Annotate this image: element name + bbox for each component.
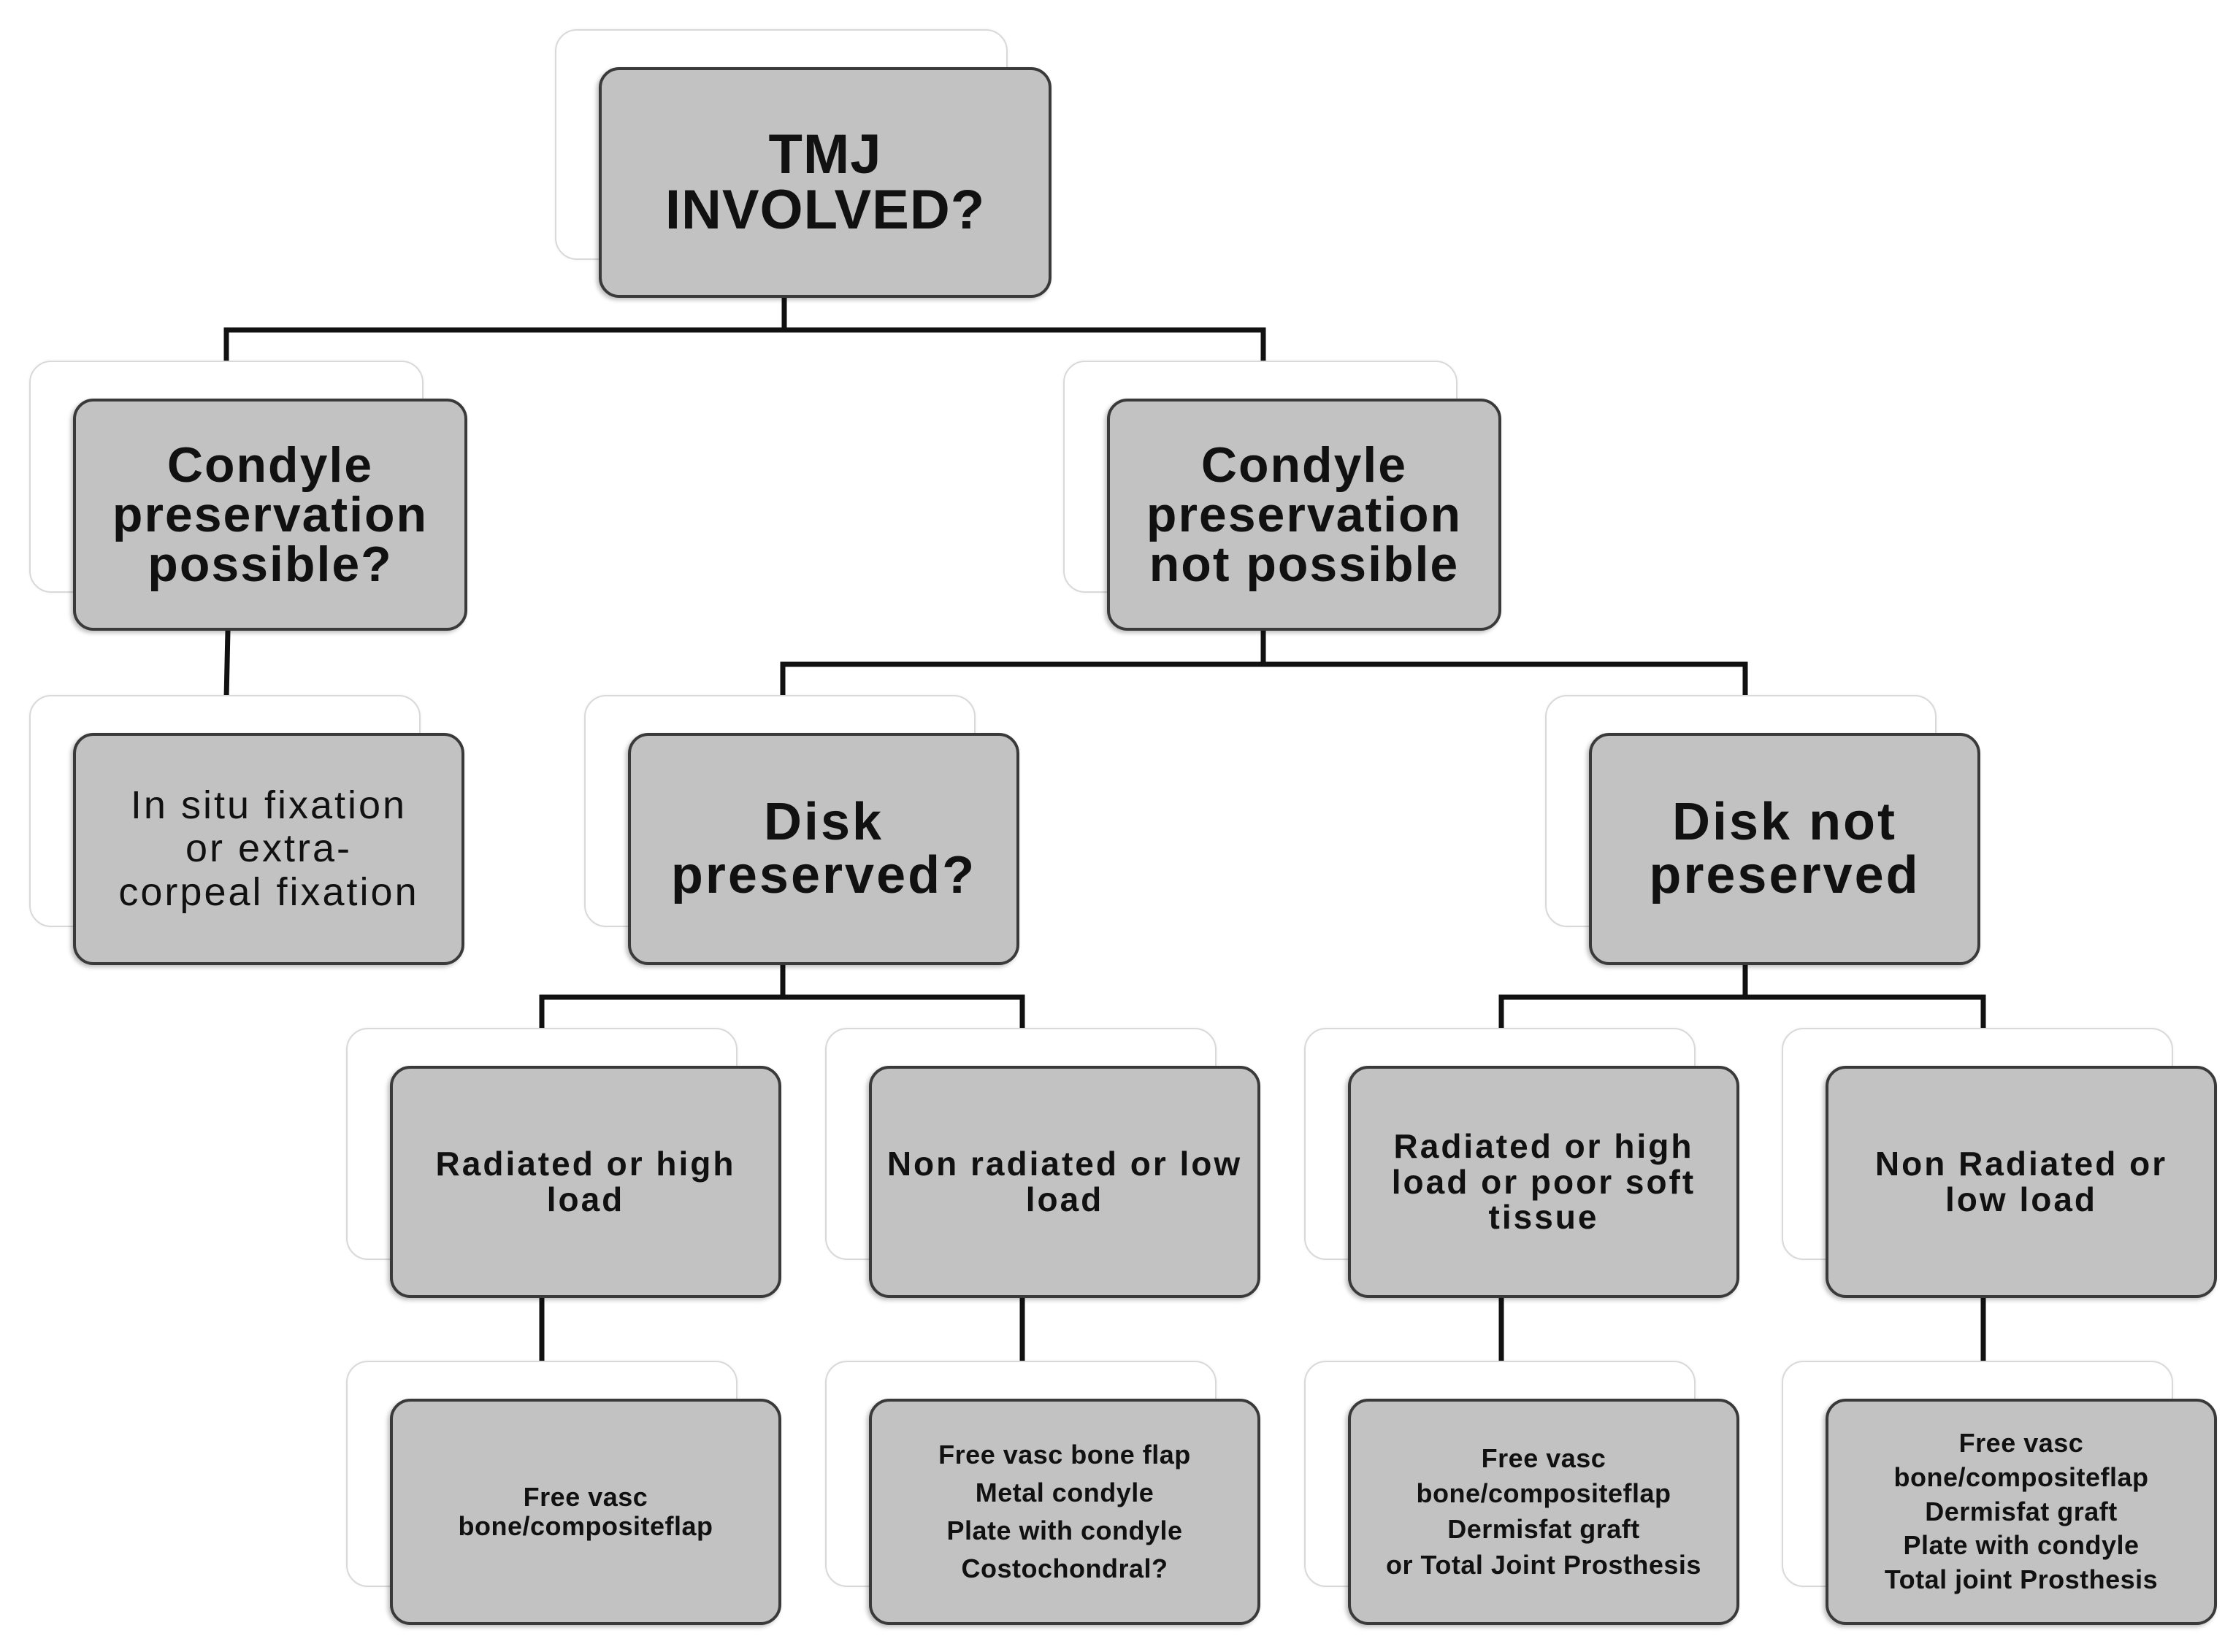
node-label: TMJ INVOLVED?	[664, 123, 986, 241]
node-tmj-involved: TMJ INVOLVED?	[555, 29, 1052, 298]
node-box: Disk preserved?	[628, 733, 1019, 965]
node-condyle-preservation-not-possible: Condyle preservation not possible	[1063, 361, 1501, 631]
node-box: Disk not preserved	[1589, 733, 1980, 965]
node-box: Free vasc bone/compositeflap	[390, 1399, 781, 1625]
node-disk-not-preserved: Disk not preserved	[1545, 695, 1980, 965]
node-leaf-free-vasc-composite: Free vasc bone/compositeflap	[346, 1361, 781, 1625]
node-label: Non Radiated or low load	[1874, 1145, 2168, 1218]
node-box: Free vasc bone flap Metal condyle Plate …	[869, 1399, 1260, 1625]
node-leaf-free-vasc-metal-plate-costochondral: Free vasc bone flap Metal condyle Plate …	[825, 1361, 1260, 1625]
node-leaf-free-vasc-dermisfat-total-joint: Free vasc bone/compositeflap Dermisfat g…	[1304, 1361, 1739, 1625]
node-disk-preserved: Disk preserved?	[584, 695, 1019, 965]
node-label: Condyle preservation possible?	[112, 437, 429, 592]
node-label: Disk preserved?	[670, 792, 977, 904]
node-fixation: In situ fixation or extra- corpeal fixat…	[29, 695, 464, 965]
node-box: Condyle preservation possible?	[73, 399, 467, 631]
connector-condyle-fixation	[223, 628, 231, 701]
node-box: Non radiated or low load	[869, 1066, 1260, 1298]
node-label: Condyle preservation not possible	[1146, 437, 1463, 592]
node-dp-non-radiated-low-load: Non radiated or low load	[825, 1028, 1260, 1298]
node-label: Free vasc bone/compositeflap	[458, 1482, 713, 1541]
node-box: Free vasc bone/compositeflap Dermisfat g…	[1348, 1399, 1739, 1625]
node-dnp-non-radiated-low-load: Non Radiated or low load	[1782, 1028, 2217, 1298]
node-label: Radiated or high load	[435, 1145, 736, 1218]
node-box: TMJ INVOLVED?	[599, 67, 1052, 298]
node-box: Radiated or high load or poor soft tissu…	[1348, 1066, 1739, 1298]
node-label: In situ fixation or extra- corpeal fixat…	[118, 783, 419, 914]
node-label: Non radiated or low load	[886, 1145, 1243, 1218]
node-label: Disk not preserved	[1649, 792, 1920, 904]
node-label: Free vasc bone/compositeflap Dermisfat g…	[1386, 1442, 1701, 1580]
node-box: Condyle preservation not possible	[1107, 399, 1501, 631]
node-box: Non Radiated or low load	[1826, 1066, 2217, 1298]
node-label: Radiated or high load or poor soft tissu…	[1391, 1126, 1696, 1237]
node-dp-radiated-high-load: Radiated or high load	[346, 1028, 781, 1298]
node-leaf-free-vasc-dermisfat-plate-total-joint: Free vasc bone/compositeflap Dermisfat g…	[1782, 1361, 2217, 1625]
node-label: Free vasc bone flap Metal condyle Plate …	[938, 1439, 1191, 1584]
node-label: Free vasc bone/compositeflap Dermisfat g…	[1884, 1428, 2159, 1595]
node-box: In situ fixation or extra- corpeal fixat…	[73, 733, 464, 965]
node-box: Free vasc bone/compositeflap Dermisfat g…	[1826, 1399, 2217, 1625]
node-condyle-preservation-possible: Condyle preservation possible?	[29, 361, 467, 631]
node-box: Radiated or high load	[390, 1066, 781, 1298]
node-dnp-radiated-high-load-poor-tissue: Radiated or high load or poor soft tissu…	[1304, 1028, 1739, 1298]
